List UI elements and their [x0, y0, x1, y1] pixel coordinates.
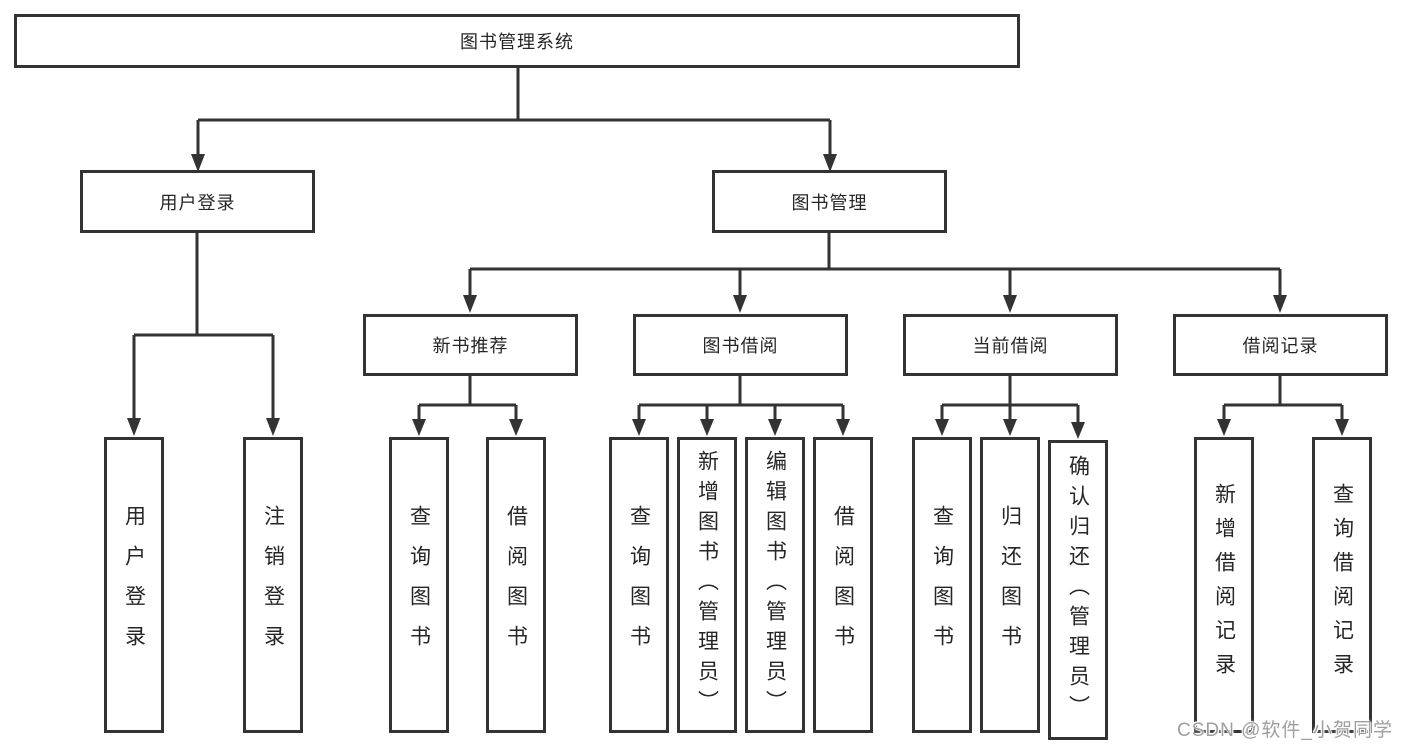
- node-label: 查询借阅记录: [1330, 483, 1354, 687]
- leaf-add-borrow-record: 新增借阅记录: [1194, 437, 1254, 733]
- node-label: 查询图书: [627, 505, 651, 665]
- node-label: 借阅图书: [831, 505, 855, 665]
- node-label: 用户登录: [122, 505, 146, 665]
- leaf-edit-books-admin: 编辑图书（管理员）: [745, 437, 805, 733]
- connector-book-management-to-level3: [463, 233, 1287, 313]
- node-user-login: 用户登录: [80, 170, 315, 233]
- leaf-confirm-return-admin: 确认归还（管理员）: [1048, 440, 1108, 740]
- node-root-system: 图书管理系统: [14, 14, 1020, 68]
- leaf-logout: 注销登录: [243, 437, 303, 733]
- connector-current-borrow-to-leaves: [935, 376, 1085, 439]
- leaf-add-books-admin: 新增图书（管理员）: [677, 437, 737, 733]
- node-label: 归还图书: [998, 505, 1022, 665]
- node-label: 图书管理系统: [460, 32, 574, 52]
- node-book-borrow: 图书借阅: [633, 314, 848, 376]
- connector-root-to-level2: [191, 68, 837, 172]
- node-label: 用户登录: [159, 192, 236, 213]
- node-label: 确认归还（管理员）: [1066, 455, 1090, 725]
- leaf-borrow-books-2: 借阅图书: [813, 437, 873, 733]
- node-label: 新增图书（管理员）: [695, 450, 719, 720]
- leaf-user-login: 用户登录: [104, 437, 164, 733]
- connector-new-book-to-leaves: [412, 376, 523, 436]
- leaf-query-books-2: 查询图书: [609, 437, 669, 733]
- node-label: 借阅记录: [1242, 336, 1319, 356]
- connector-borrow-records-to-leaves: [1217, 376, 1349, 436]
- node-label: 当前借阅: [972, 336, 1049, 356]
- leaf-query-books-1: 查询图书: [389, 437, 449, 733]
- node-label: 编辑图书（管理员）: [763, 450, 787, 720]
- leaf-borrow-books-1: 借阅图书: [486, 437, 546, 733]
- node-new-book-recommend: 新书推荐: [363, 314, 578, 376]
- node-label: 新增借阅记录: [1212, 483, 1236, 687]
- node-label: 图书借阅: [702, 336, 779, 356]
- node-label: 查询图书: [407, 505, 431, 665]
- node-book-management: 图书管理: [712, 170, 947, 233]
- connector-book-borrow-to-leaves: [632, 376, 850, 436]
- connector-user-login-to-leaves: [127, 233, 280, 436]
- node-label: 新书推荐: [432, 336, 509, 356]
- node-borrow-records: 借阅记录: [1173, 314, 1388, 376]
- node-label: 注销登录: [261, 505, 285, 665]
- leaf-query-books-3: 查询图书: [912, 437, 972, 733]
- node-label: 图书管理: [791, 192, 868, 213]
- node-current-borrow: 当前借阅: [903, 314, 1118, 376]
- leaf-query-borrow-record: 查询借阅记录: [1312, 437, 1372, 733]
- node-label: 查询图书: [930, 505, 954, 665]
- leaf-return-books: 归还图书: [980, 437, 1040, 733]
- csdn-watermark: CSDN @软件_小贺同学: [1177, 720, 1393, 741]
- node-label: 借阅图书: [504, 505, 528, 665]
